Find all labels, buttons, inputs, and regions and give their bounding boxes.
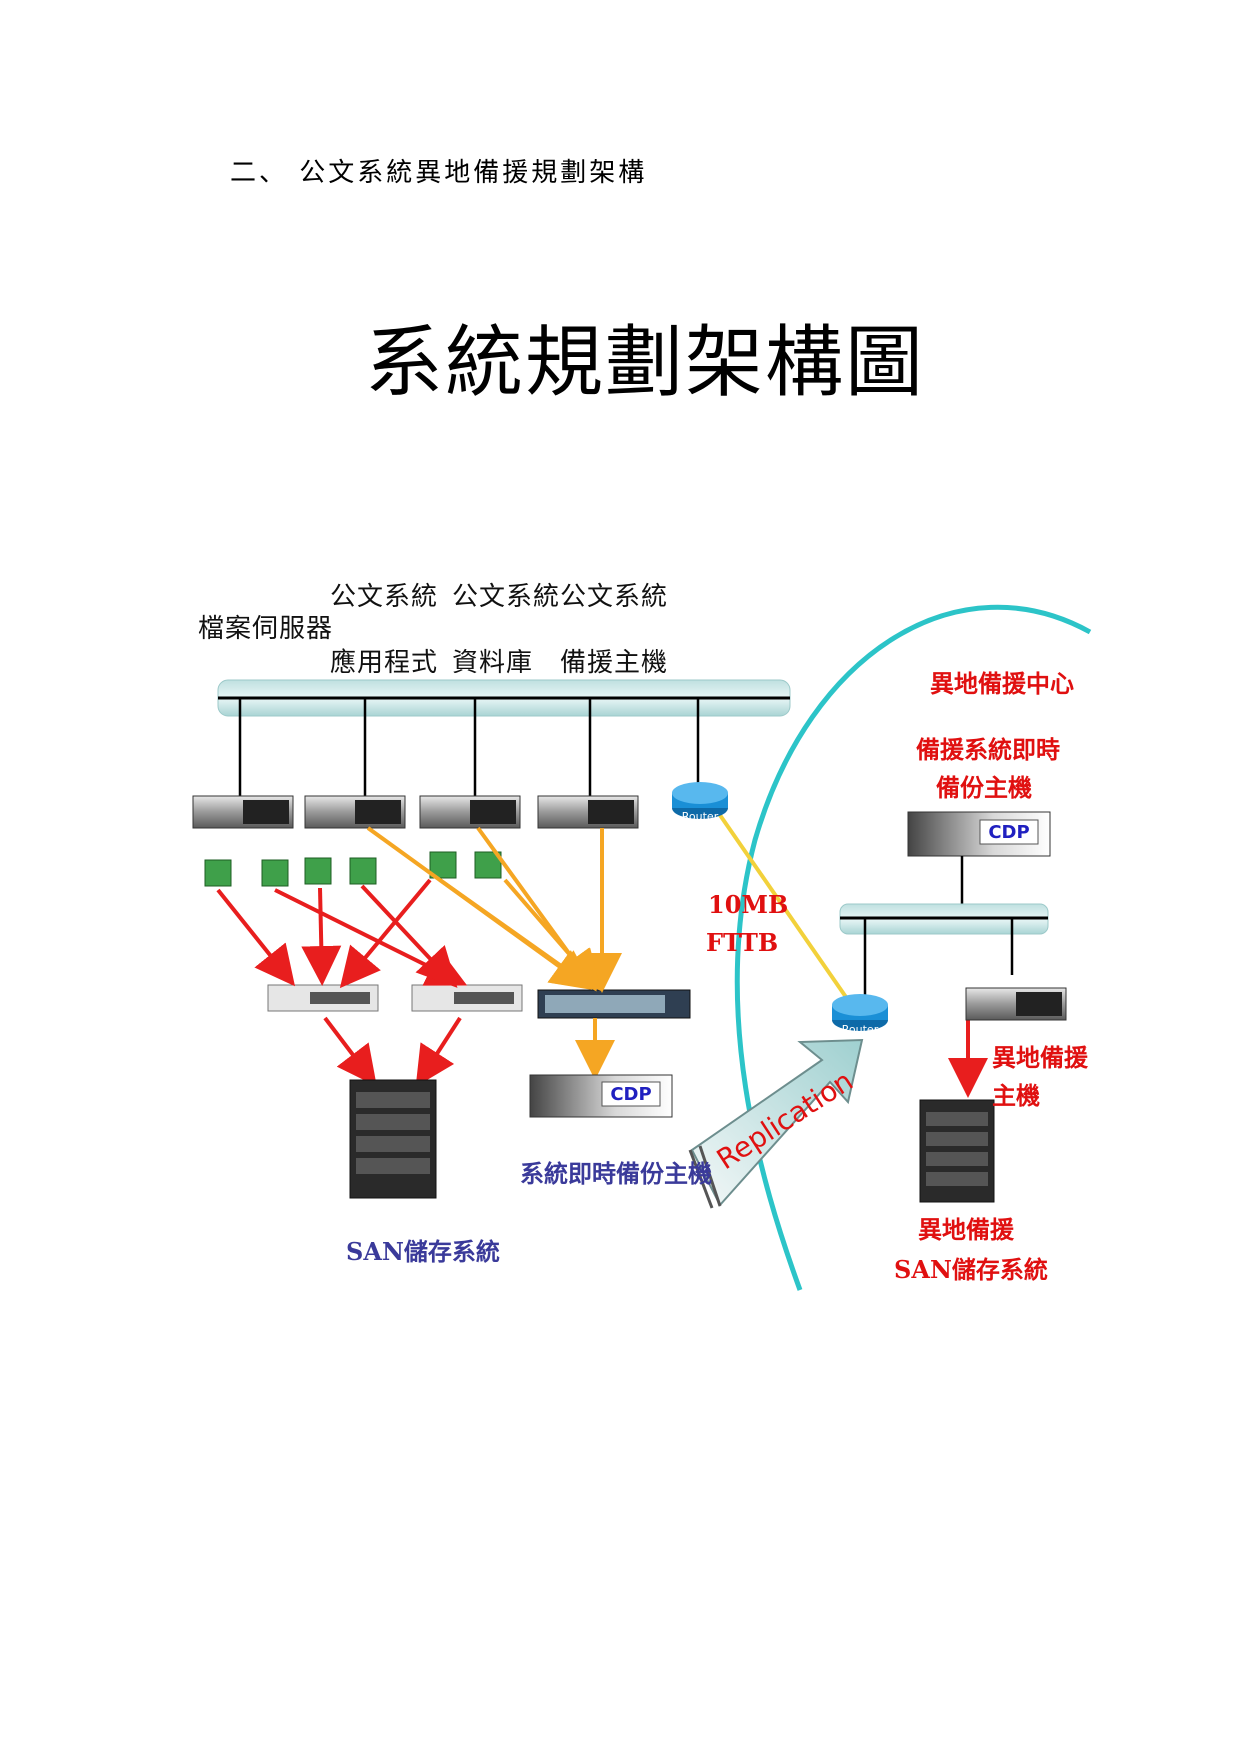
backup-server-icon — [537, 795, 639, 829]
san-storage-label: SAN儲存系統 — [346, 1237, 500, 1266]
fc-switch-icon — [267, 984, 379, 1012]
diagram-title: 系統規劃架構圖 — [364, 318, 925, 408]
db-label-line1: 公文系統 — [452, 582, 561, 612]
db-label-line2: 資料庫 — [452, 648, 534, 678]
hba-card-icon — [261, 859, 289, 887]
remote-host-label-line2: 主機 — [992, 1081, 1040, 1110]
link-speed-label: 10MB — [708, 890, 789, 919]
cdp-appliance-icon: CDP — [529, 1074, 673, 1118]
svg-text:CDP: CDP — [610, 1084, 651, 1105]
remote-cdp-label-line1: 備援系統即時 — [916, 735, 1060, 764]
wan-link — [711, 803, 850, 1002]
backup-label-line1: 公文系統 — [560, 582, 669, 612]
svg-text:Router: Router — [842, 1023, 879, 1036]
svg-text:Router: Router — [682, 810, 719, 823]
remote-san-storage-icon — [919, 1099, 995, 1203]
file-server-label: 檔案伺服器 — [198, 614, 334, 644]
file-server-icon — [192, 795, 294, 829]
replication-arrow-icon: Replication — [688, 1038, 864, 1209]
svg-text:Replication: Replication — [711, 1064, 859, 1176]
hba-card-icon — [304, 857, 332, 885]
remote-backup-server-icon — [965, 987, 1067, 1021]
remote-san-label-line1: 異地備援 — [918, 1215, 1014, 1244]
remote-center-label: 異地備援中心 — [930, 669, 1074, 698]
backup-label-line2: 備援主機 — [560, 648, 669, 678]
remote-router-icon: Router — [832, 994, 888, 1036]
fc-switch-icon — [411, 984, 523, 1012]
app-server-icon — [304, 795, 406, 829]
cdp-host-label: 系統即時備份主機 — [520, 1159, 712, 1188]
app-label-line2: 應用程式 — [330, 648, 439, 678]
link-type-label: FTTB — [706, 928, 779, 957]
remote-host-label-line1: 異地備援 — [992, 1043, 1088, 1072]
hba-card-icon — [204, 859, 232, 887]
remote-site-arc — [734, 604, 1092, 1291]
remote-cdp-appliance-icon: CDP — [907, 811, 1051, 857]
section-heading: 二、 公文系統異地備援規劃架構 — [230, 158, 648, 188]
san-storage-icon — [349, 1079, 437, 1199]
router-icon: Router — [672, 782, 728, 823]
app-label-line1: 公文系統 — [330, 582, 439, 612]
remote-san-label-line2: SAN儲存系統 — [894, 1255, 1048, 1284]
ethernet-switch-icon — [537, 989, 691, 1019]
hba-card-icon — [349, 857, 377, 885]
db-server-icon — [419, 795, 521, 829]
remote-cdp-label-line2: 備份主機 — [936, 773, 1032, 802]
svg-text:CDP: CDP — [988, 822, 1029, 843]
